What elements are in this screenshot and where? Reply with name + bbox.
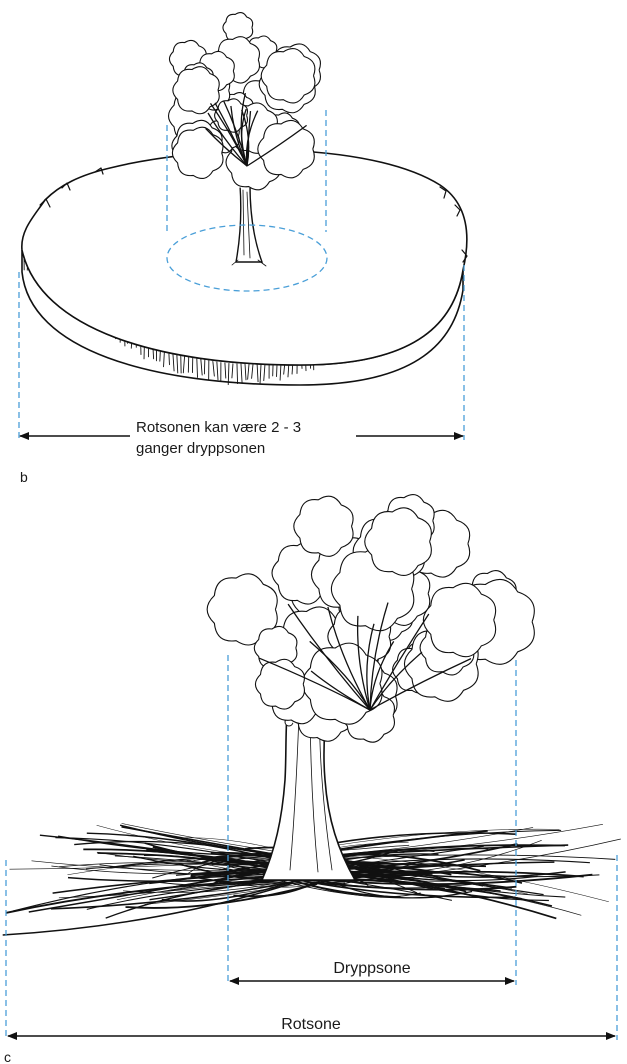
drip-zone-label: Dryppsone: [333, 960, 410, 977]
root-zone-label-c: Rotsone: [281, 1016, 341, 1033]
root-zone-label-b-line1: Rotsonen kan være 2 - 3: [136, 419, 301, 436]
panel-b: Rotsonen kan være 2 - 3 ganger dryppsone…: [19, 12, 467, 485]
panel-letter-c: c: [4, 1049, 11, 1064]
panel-letter-b: b: [20, 469, 28, 485]
tree-c-crown: [207, 495, 534, 743]
tree-b-crown: [169, 12, 326, 190]
root-zone-label-b-line2: ganger dryppsonen: [136, 440, 265, 457]
panel-c: Dryppsone Rotsone c: [3, 495, 621, 1064]
